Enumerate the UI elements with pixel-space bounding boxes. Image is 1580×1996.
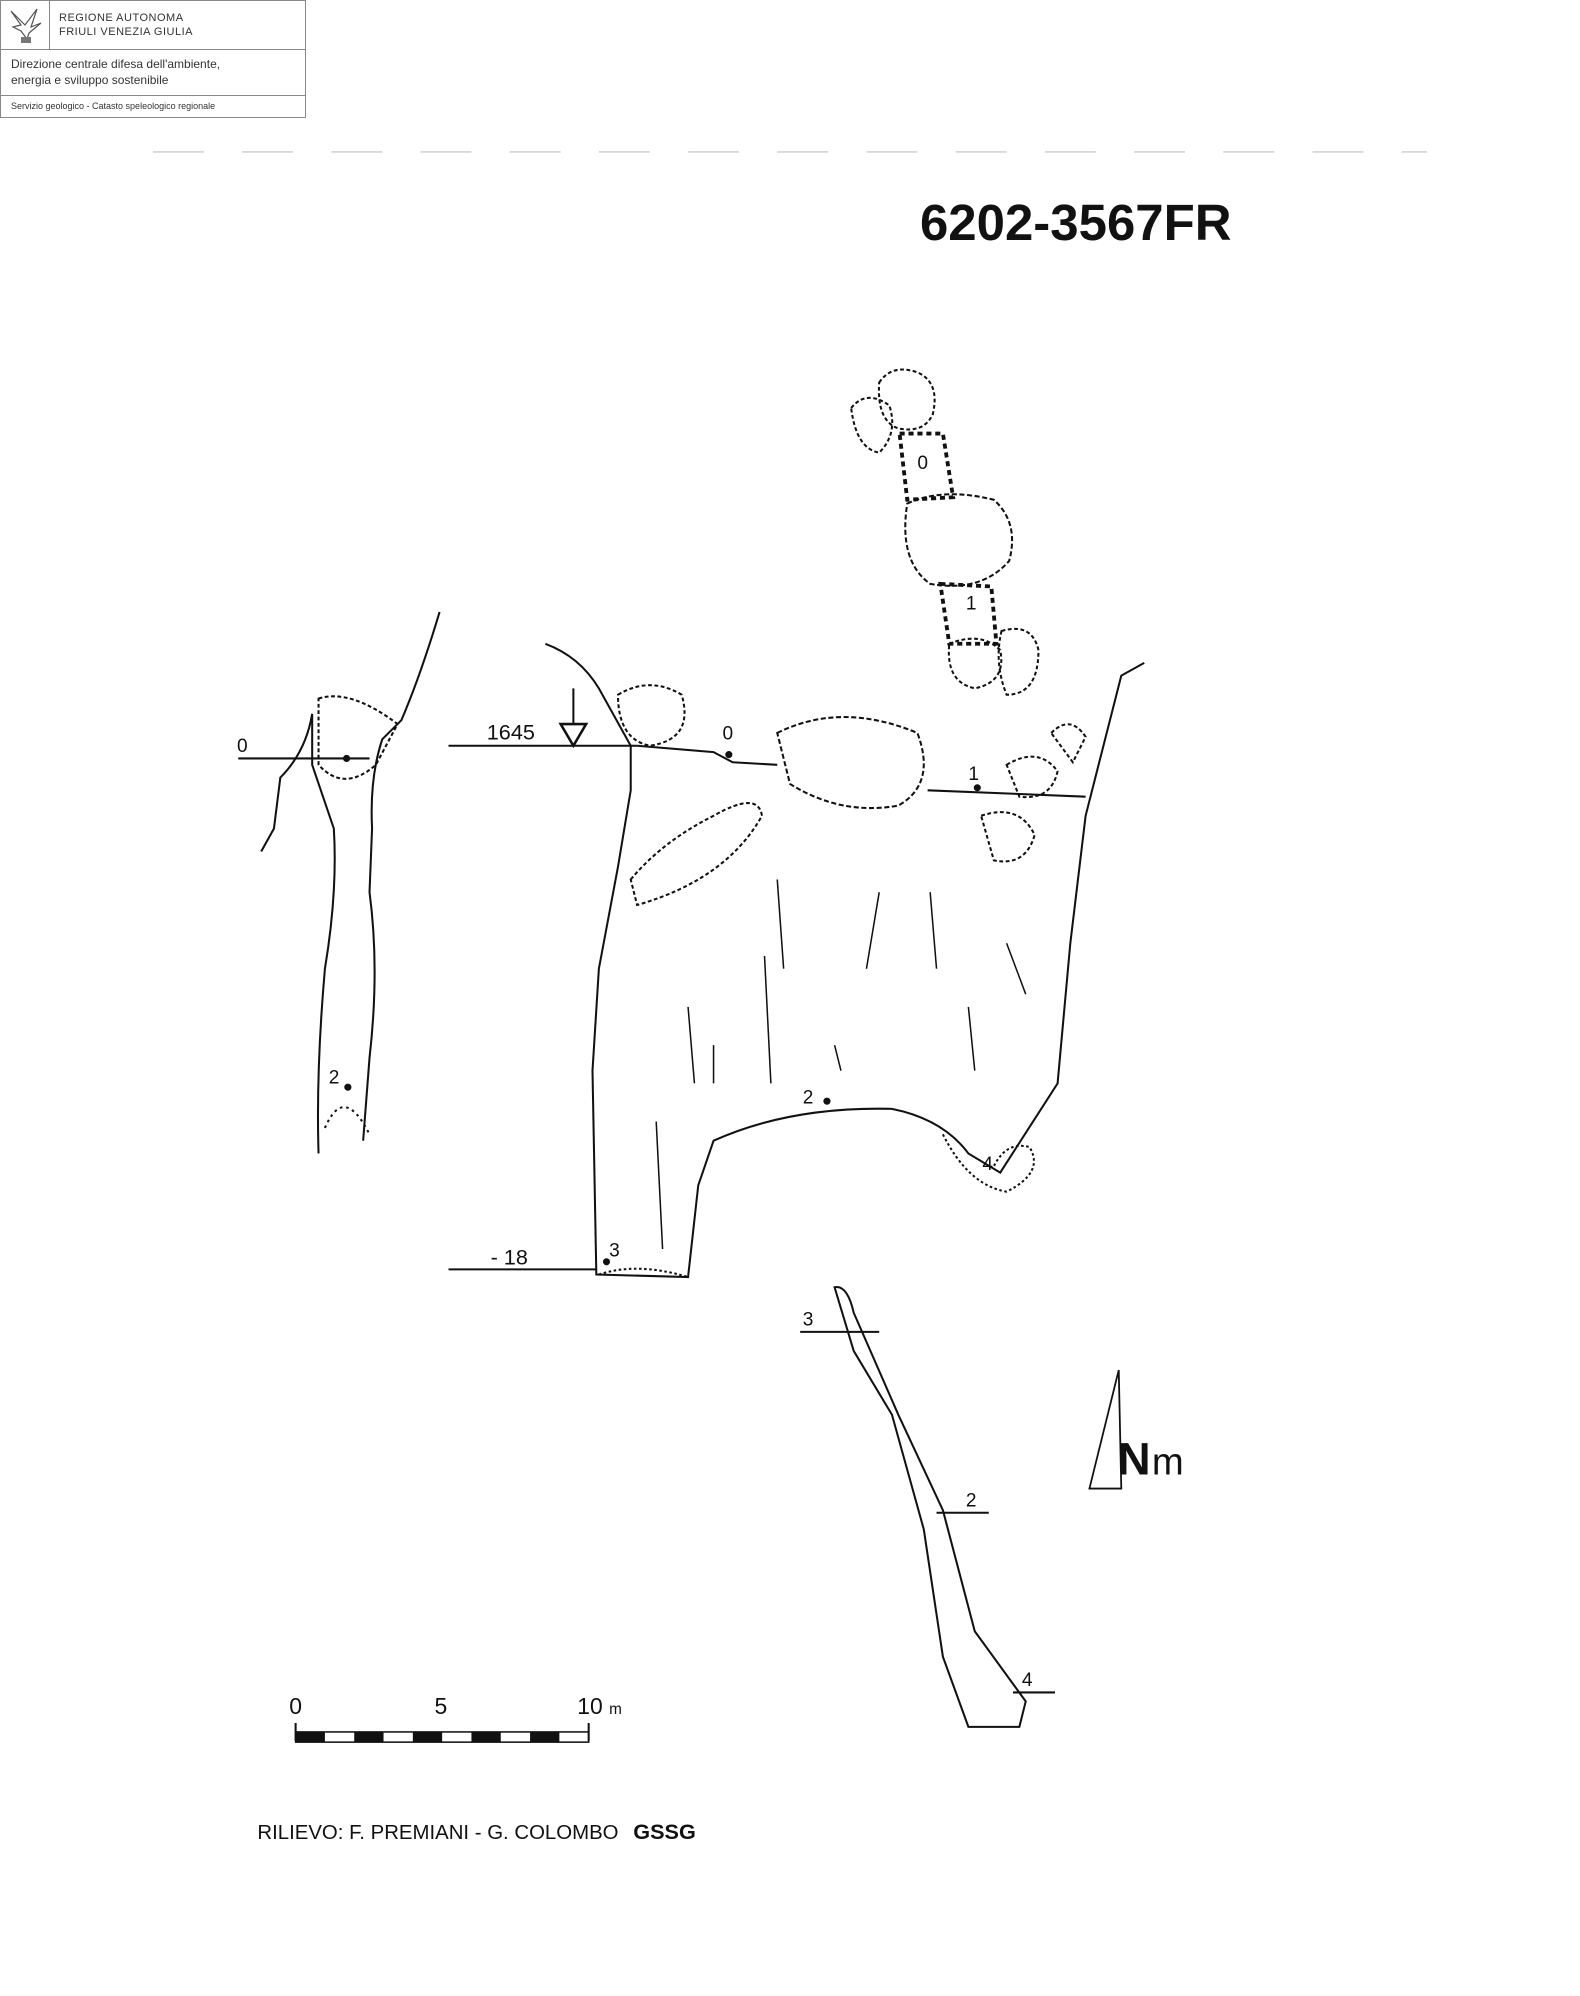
section-station-4: 4 <box>982 1154 993 1175</box>
plan-station-1: 1 <box>966 593 977 614</box>
directorate-line1: Direzione centrale difesa dell'ambiente, <box>11 57 221 71</box>
section-station-1: 1 <box>968 764 979 785</box>
institution-header: REGIONE AUTONOMA FRIULI VENEZIA GIULIA D… <box>0 0 306 118</box>
region-name-line2: FRIULI VENEZIA GIULIA <box>59 26 193 38</box>
left-station-0: 0 <box>237 736 248 757</box>
north-magnetic-label: m <box>1152 1441 1184 1484</box>
cross-station-2: 2 <box>966 1490 977 1511</box>
section-station-2: 2 <box>803 1088 814 1109</box>
section-station-3: 3 <box>609 1241 620 1262</box>
eagle-logo-icon <box>10 8 42 43</box>
cross-station-4: 4 <box>1022 1670 1033 1691</box>
depth-label: - 18 <box>491 1244 528 1269</box>
survey-credits: RILIEVO: F. PREMIANI - G. COLOMBO <box>257 1822 618 1844</box>
north-label: N <box>1117 1433 1150 1485</box>
region-name-line1: REGIONE AUTONOMA <box>59 12 184 24</box>
lower-section: 3 2 4 <box>800 1286 1056 1728</box>
plan-station-0: 0 <box>917 453 928 474</box>
main-section: 1645 0 1 2 4 - 18 3 <box>448 642 1145 1279</box>
scale-unit: m <box>609 1701 622 1718</box>
survey-group: GSSG <box>633 1819 696 1844</box>
scale-tick-0: 0 <box>289 1693 302 1719</box>
section-station-0: 0 <box>722 723 733 744</box>
cross-station-3: 3 <box>803 1309 814 1330</box>
entrance-altitude: 1645 <box>487 719 535 744</box>
scale-bar: 0 5 10 m <box>289 1693 622 1743</box>
left-station-2: 2 <box>329 1067 340 1088</box>
directorate-line2: energia e sviluppo sostenibile <box>11 73 169 87</box>
scale-tick-10: 10 <box>577 1693 603 1719</box>
scale-tick-5: 5 <box>435 1693 448 1719</box>
left-section: 0 2 <box>237 611 441 1154</box>
plan-view: 0 1 <box>850 368 1040 696</box>
service-name: Servizio geologico - Catasto speleologic… <box>11 101 216 111</box>
cave-id: 6202-3567FR <box>920 194 1232 251</box>
north-arrow: N m <box>1088 1369 1184 1490</box>
